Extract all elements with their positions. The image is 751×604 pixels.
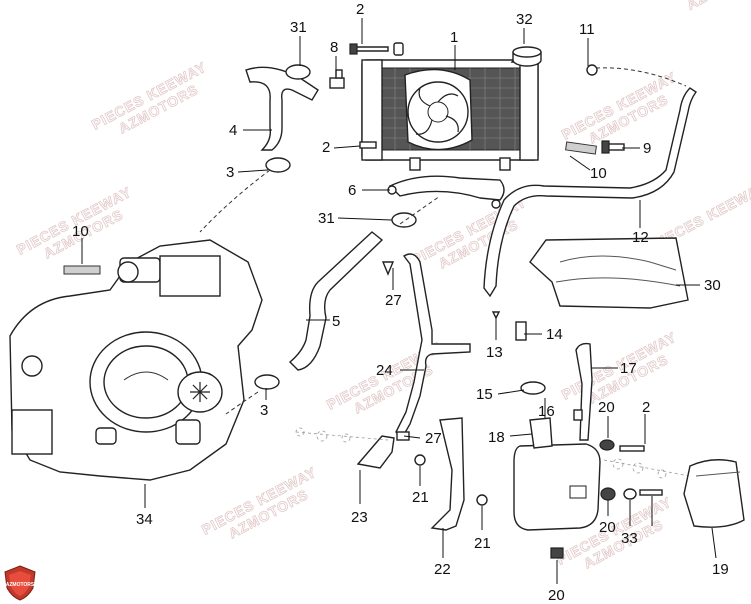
callout-14: 14 [546, 326, 563, 343]
callout-17: 17 [620, 360, 637, 377]
callout-21: 21 [474, 535, 491, 552]
callout-23: 23 [351, 509, 368, 526]
callout-18: 18 [488, 429, 505, 446]
callout-9: 9 [643, 140, 651, 157]
callout-20: 20 [599, 519, 616, 536]
leader-lines [81, 18, 717, 584]
callout-8: 8 [330, 39, 338, 56]
lower-hose [288, 231, 384, 371]
callout-33: 33 [621, 530, 638, 547]
callout-13: 13 [486, 344, 503, 361]
callout-1: 1 [450, 29, 458, 46]
callout-2: 2 [322, 139, 330, 156]
callout-19: 19 [712, 561, 729, 578]
connection-lines [199, 169, 441, 415]
radiator [361, 49, 539, 171]
callout-16: 16 [538, 403, 555, 420]
callout-4: 4 [229, 122, 237, 139]
watermark-sub: AZMOTORS [684, 0, 751, 13]
logo-text: AZMOTORS [6, 582, 35, 588]
upper-hose [245, 66, 319, 151]
engine-block [9, 239, 263, 481]
bypass-hose [395, 253, 471, 440]
callout-22: 22 [434, 561, 451, 578]
callout-27: 27 [425, 430, 442, 447]
hose-clamps [254, 64, 417, 390]
radiator-bracket [387, 175, 505, 209]
callout-20: 20 [598, 399, 615, 416]
callout-31: 31 [290, 19, 307, 36]
reservoir-hose [575, 342, 593, 441]
callout-3: 3 [226, 164, 234, 181]
callout-5: 5 [332, 313, 340, 330]
callout-15: 15 [476, 386, 493, 403]
callout-2: 2 [356, 1, 364, 18]
callout-10: 10 [72, 223, 89, 240]
bolts-and-fittings [63, 42, 701, 559]
callout-3: 3 [260, 402, 268, 419]
azmotors-shield-logo-icon: AZMOTORS [4, 565, 36, 601]
callout-11: 11 [579, 21, 595, 38]
callout-numbers: 1 2 2 2 3 3 4 5 6 8 9 10 10 11 12 13 14 … [72, 1, 729, 604]
callout-27: 27 [385, 292, 402, 309]
callout-12: 12 [632, 229, 649, 246]
callout-21: 21 [412, 489, 429, 506]
radiator-cover [529, 237, 689, 309]
callout-24: 24 [376, 362, 393, 379]
reservoir-cover [683, 459, 745, 528]
coolant-reservoir [430, 417, 601, 531]
callout-31: 31 [318, 210, 335, 227]
callout-34: 34 [136, 511, 153, 528]
callout-20: 20 [548, 587, 565, 604]
radiator-cap [512, 46, 542, 67]
callout-10: 10 [590, 165, 607, 182]
callout-6: 6 [348, 182, 356, 199]
overflow-hose [483, 64, 698, 298]
callout-30: 30 [704, 277, 721, 294]
callout-2: 2 [642, 399, 650, 416]
callout-32: 32 [516, 11, 533, 28]
